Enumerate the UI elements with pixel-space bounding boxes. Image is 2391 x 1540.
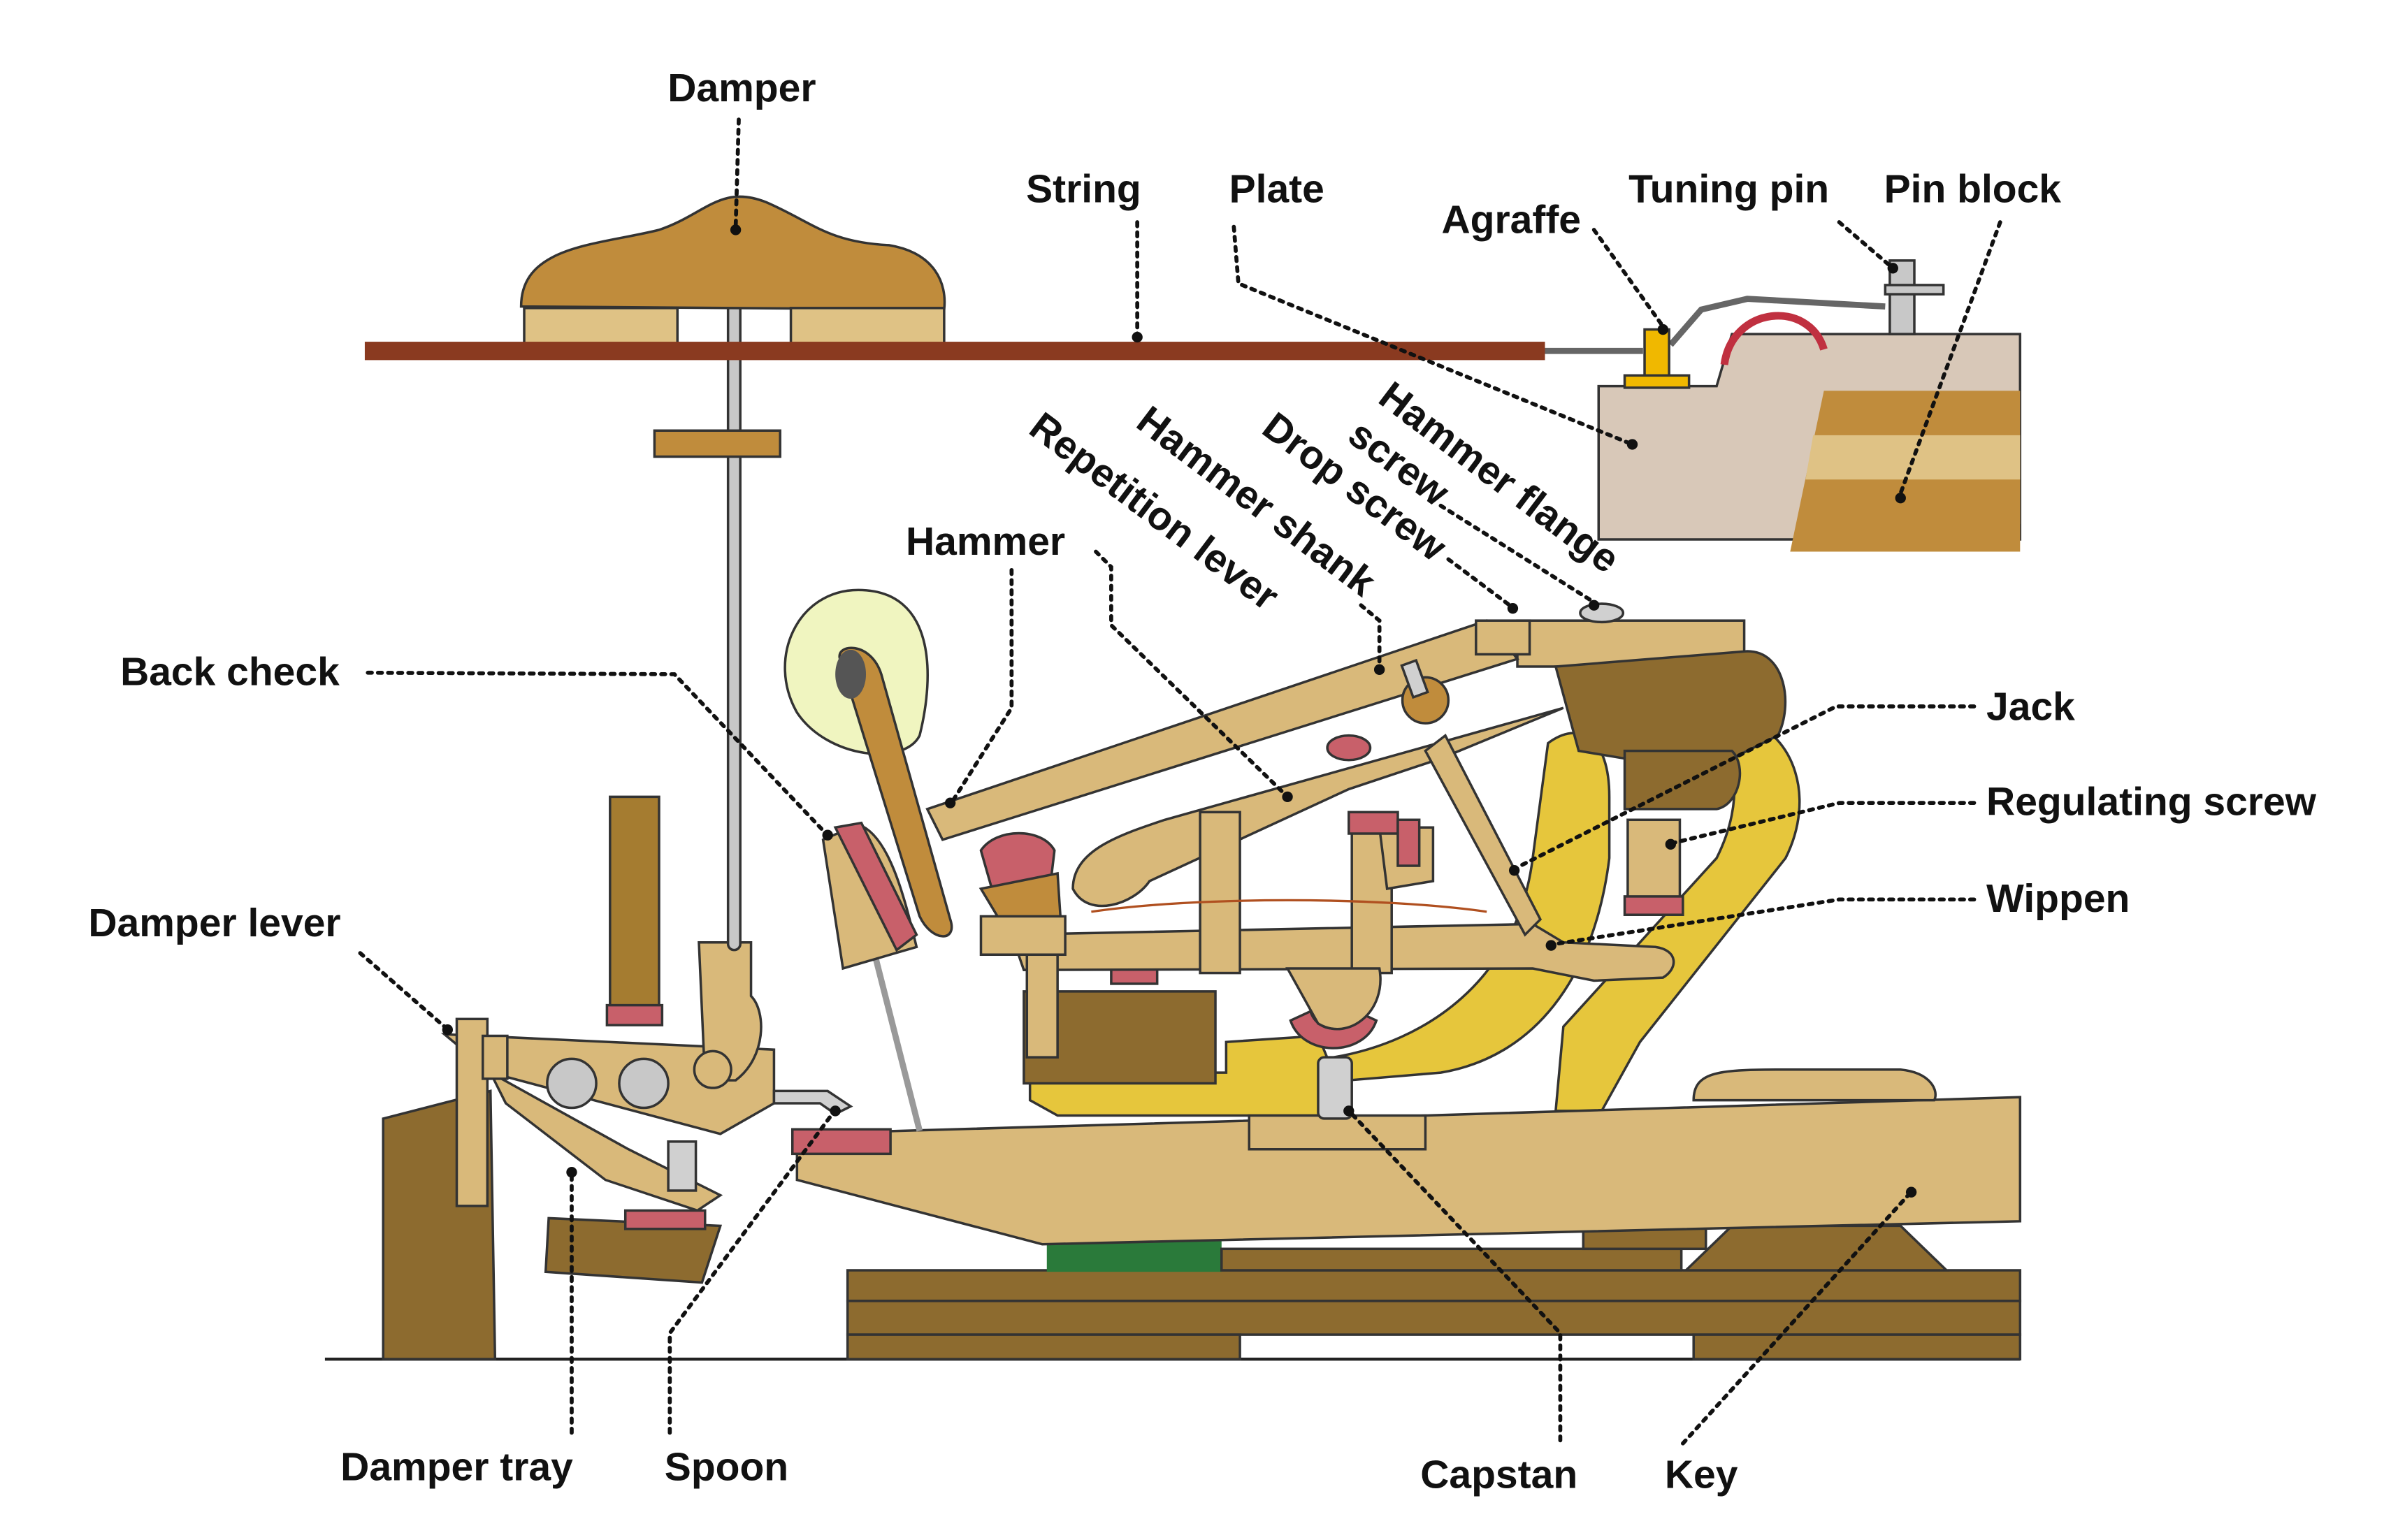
agraffe <box>1643 328 1670 380</box>
damper <box>519 195 946 952</box>
leader-lines <box>358 117 2002 1446</box>
damper-lever <box>440 940 853 1284</box>
label-damper-lever: Damper lever <box>88 901 340 945</box>
regulating-button <box>1626 818 1682 906</box>
wippen <box>978 706 1684 1085</box>
hammer <box>783 588 1531 938</box>
label-spoon: Spoon <box>665 1444 788 1489</box>
plate-and-pin-block <box>1597 259 2022 552</box>
label-damper: Damper <box>667 66 816 110</box>
back-check <box>821 821 923 1132</box>
label-capstan: Capstan <box>1420 1452 1577 1497</box>
label-regulating-screw: Regulating screw <box>1986 780 2317 825</box>
label-string: String <box>1026 167 1141 212</box>
label-key: Key <box>1665 1452 1738 1497</box>
label-tuning-pin: Tuning pin <box>1628 167 1829 212</box>
string <box>364 342 1545 361</box>
label-plate: Plate <box>1229 167 1324 212</box>
label-hammer: Hammer <box>906 519 1065 564</box>
label-damper-tray: Damper tray <box>340 1444 573 1489</box>
jack <box>1424 733 1543 937</box>
label-pin-block: Pin block <box>1884 167 2062 212</box>
key-bed-felt <box>1046 1241 1222 1272</box>
key <box>791 1068 2022 1246</box>
label-wippen: Wippen <box>1986 876 2130 921</box>
label-back-check: Back check <box>120 649 340 694</box>
label-jack: Jack <box>1986 685 2075 729</box>
key-frame <box>846 1224 2022 1360</box>
label-agraffe: Agraffe <box>1441 197 1581 242</box>
